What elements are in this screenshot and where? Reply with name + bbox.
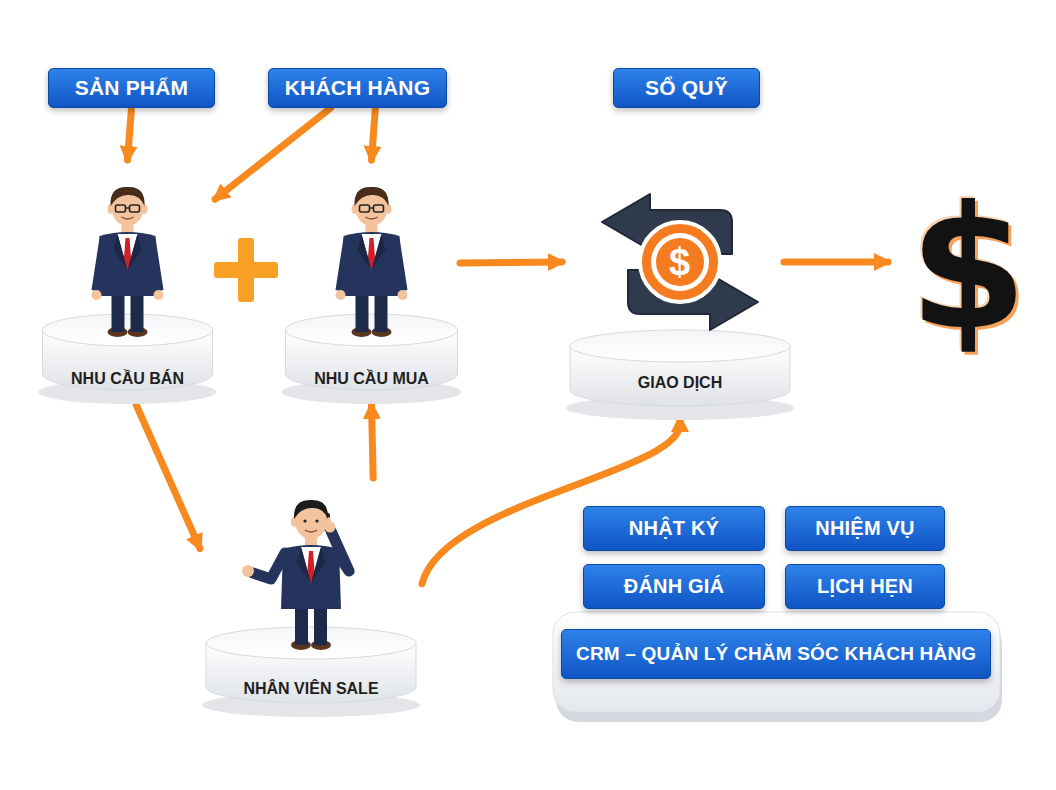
- flow-arrow: [215, 108, 331, 199]
- flow-arrow: [372, 405, 374, 478]
- menu-button: CRM – QUẢN LÝ CHĂM SÓC KHÁCH HÀNG: [561, 629, 991, 679]
- pedestal-node: NHU CẦU BÁN: [40, 160, 215, 405]
- result-arrow: [784, 259, 888, 266]
- coin-symbol: $: [669, 243, 690, 281]
- button-label: CRM – QUẢN LÝ CHĂM SÓC KHÁCH HÀNG: [576, 643, 976, 665]
- person-figure: [40, 160, 215, 405]
- button-label: LỊCH HẸN: [817, 575, 913, 598]
- pedestal-node: NHU CẦU MUA: [283, 160, 460, 405]
- button-label: SẢN PHẨM: [75, 76, 189, 100]
- flow-arrow: [372, 108, 376, 160]
- menu-button: SẢN PHẨM: [48, 68, 215, 108]
- dollar-symbol: $: [909, 183, 1027, 353]
- menu-button: ĐÁNH GIÁ: [583, 564, 765, 609]
- flow-arrow: [128, 108, 132, 160]
- button-label: NHẬT KÝ: [629, 517, 719, 540]
- button-label: SỔ QUỸ: [645, 76, 728, 100]
- crm-platform: [553, 612, 1002, 722]
- pedestal-node: GIAO DỊCH: [562, 178, 798, 418]
- flow-arrow: [422, 418, 680, 584]
- person-figure: [283, 160, 460, 405]
- pedestal-node: NHÂN VIÊN SALE: [200, 478, 422, 713]
- pedestal-label: NHÂN VIÊN SALE: [243, 680, 378, 698]
- flow-arrow: [460, 259, 562, 267]
- pedestal-label: NHU CẦU MUA: [314, 370, 429, 388]
- button-label: NHIỆM VỤ: [815, 517, 914, 540]
- flow-arrow: [136, 405, 200, 549]
- menu-button: NHIỆM VỤ: [785, 506, 945, 551]
- plus-sign: [214, 238, 278, 302]
- menu-button: LỊCH HẸN: [785, 564, 945, 609]
- button-label: ĐÁNH GIÁ: [624, 575, 725, 598]
- menu-button: SỔ QUỸ: [613, 68, 760, 108]
- button-label: KHÁCH HÀNG: [285, 76, 431, 100]
- person-figure: [200, 478, 422, 713]
- pedestal-label: GIAO DỊCH: [638, 374, 722, 392]
- menu-button: NHẬT KÝ: [583, 506, 765, 551]
- pedestal-label: NHU CẦU BÁN: [71, 370, 184, 388]
- menu-button: KHÁCH HÀNG: [268, 68, 447, 108]
